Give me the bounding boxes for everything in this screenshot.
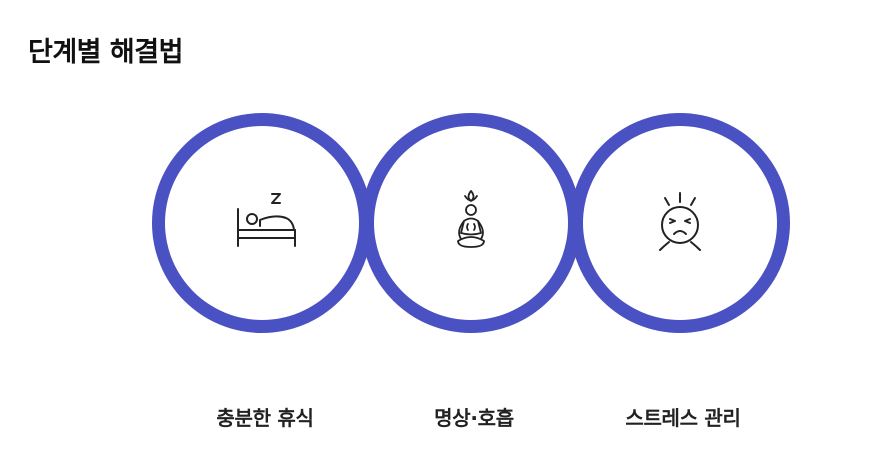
step-3-label: 스트레스 관리 (625, 406, 741, 430)
step-1-ring (152, 113, 372, 333)
step-2-ring (361, 113, 581, 333)
step-1-label: 충분한 휴식 (216, 406, 314, 430)
sleeping-in-bed-icon (237, 193, 296, 247)
step-3-ring (570, 113, 790, 333)
meditation-icon (457, 190, 485, 248)
stressed-face-icon (659, 192, 701, 251)
step-2-label: 명상·호흡 (434, 406, 514, 430)
page-title: 단계별 해결법 (28, 37, 183, 68)
